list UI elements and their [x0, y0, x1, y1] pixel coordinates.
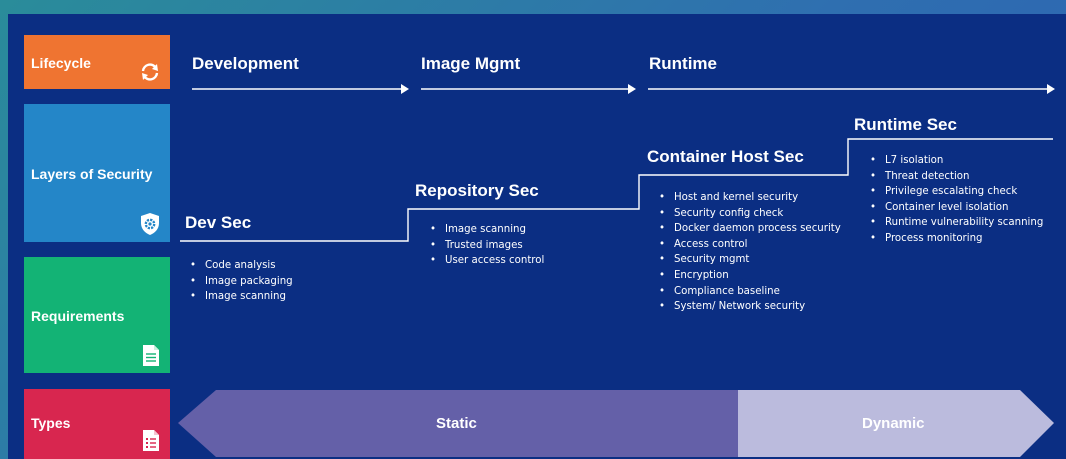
list-item: Trusted images [428, 238, 544, 254]
list-item: Security config check [657, 206, 841, 222]
refresh-icon [139, 61, 161, 86]
static-label: Static [436, 415, 477, 432]
list-item: Threat detection [868, 169, 1043, 185]
list-item: Security mgmt [657, 252, 841, 268]
lifecycle-arrows [192, 84, 1055, 94]
container-host-sec-title: Container Host Sec [647, 147, 804, 166]
repository-sec-title: Repository Sec [415, 181, 539, 200]
list-item: Container level isolation [868, 200, 1043, 216]
list-item: Image packaging [188, 274, 293, 290]
repository-sec-list: Image scanning Trusted images User acces… [428, 222, 544, 269]
dynamic-band [738, 390, 1054, 457]
shield-gear-icon [139, 212, 161, 239]
runtime-sec-list: L7 isolation Threat detection Privilege … [868, 153, 1043, 247]
list-item: Privilege escalating check [868, 184, 1043, 200]
list-item: Image scanning [188, 289, 293, 305]
list-item: Runtime vulnerability scanning [868, 215, 1043, 231]
list-item: User access control [428, 253, 544, 269]
security-staircase [180, 138, 1053, 242]
list-item: Process monitoring [868, 231, 1043, 247]
dev-sec-list: Code analysis Image packaging Image scan… [188, 258, 293, 305]
list-item: L7 isolation [868, 153, 1043, 169]
types-label: Types [31, 415, 71, 431]
lifecycle-image-mgmt: Image Mgmt [421, 54, 521, 73]
list-item: Access control [657, 237, 841, 253]
lifecycle-row-label: Lifecycle [24, 35, 170, 89]
document-icon [142, 344, 160, 370]
layers-label: Layers of Security [31, 166, 153, 182]
checklist-document-icon [142, 429, 160, 455]
static-band [178, 390, 738, 457]
runtime-sec-title: Runtime Sec [854, 115, 957, 134]
lifecycle-label: Lifecycle [31, 55, 91, 71]
container-host-sec-list: Host and kernel security Security config… [657, 190, 841, 315]
list-item: Host and kernel security [657, 190, 841, 206]
list-item: Compliance baseline [657, 284, 841, 300]
list-item: Docker daemon process security [657, 221, 841, 237]
list-item: System/ Network security [657, 299, 841, 315]
requirements-label: Requirements [31, 308, 125, 324]
layers-row-label: Layers of Security [24, 104, 170, 242]
list-item: Image scanning [428, 222, 544, 238]
list-item: Encryption [657, 268, 841, 284]
types-row-label: Types [24, 389, 170, 459]
lifecycle-development: Development [192, 54, 299, 73]
list-item: Code analysis [188, 258, 293, 274]
lifecycle-runtime: Runtime [649, 54, 717, 73]
dev-sec-title: Dev Sec [185, 213, 252, 232]
dynamic-label: Dynamic [862, 415, 925, 432]
requirements-row-label: Requirements [24, 257, 170, 373]
